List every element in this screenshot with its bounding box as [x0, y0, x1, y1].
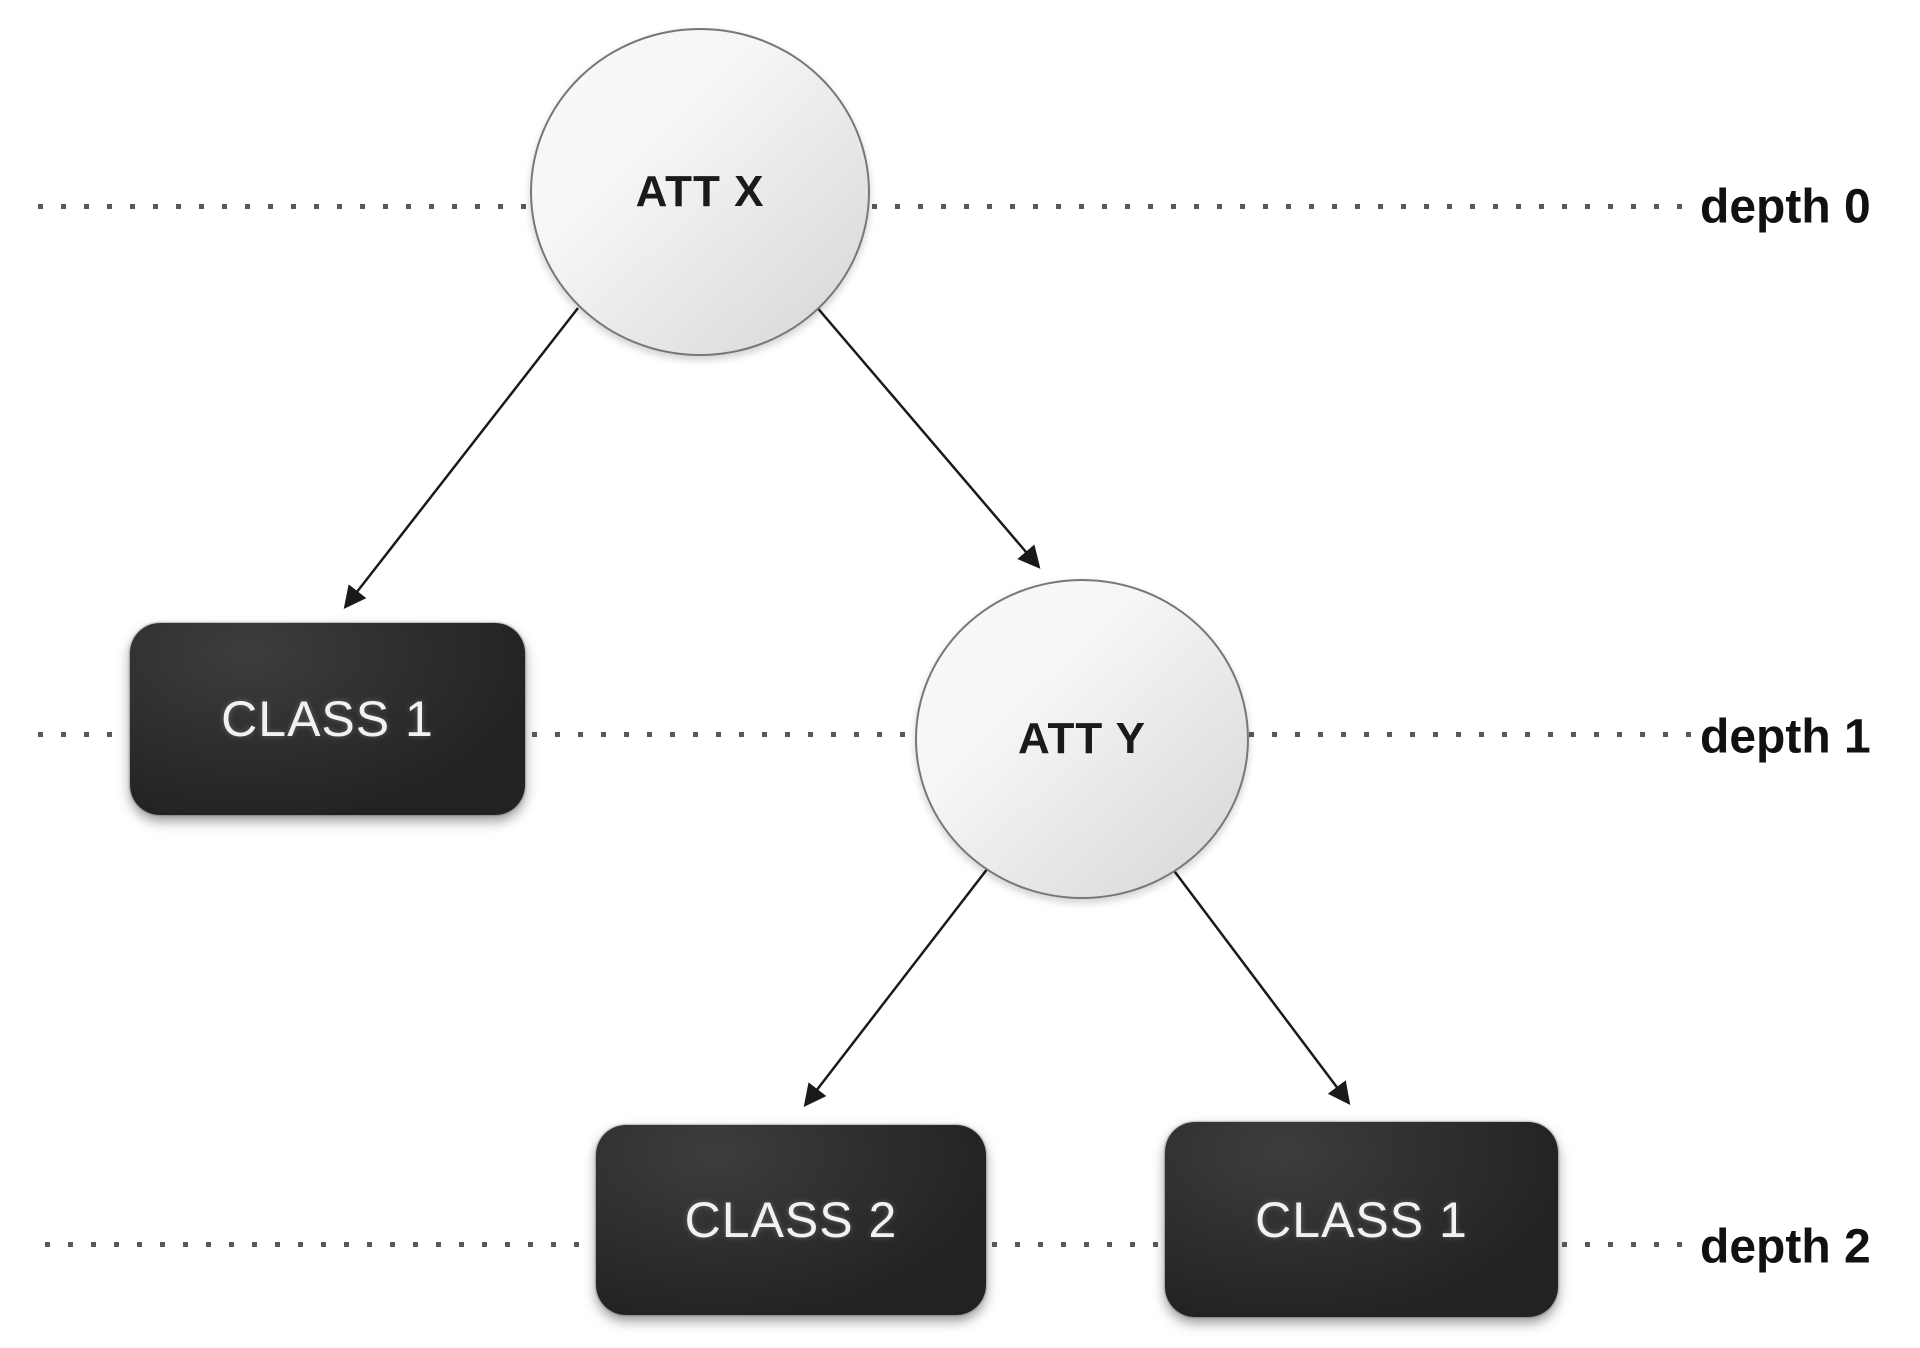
edge-attx-to-class1-left [343, 307, 579, 609]
depth0-dotted-line-left [38, 204, 528, 209]
depth1-dotted-line-left [38, 732, 126, 737]
tree-node-class-1-right: CLASS 1 [1165, 1122, 1558, 1317]
node-label-class-1-right: CLASS 1 [1255, 1191, 1468, 1248]
node-label-att-x: ATT X [635, 167, 765, 216]
depth0-dotted-line-right [872, 204, 1688, 209]
node-label-att-y: ATT Y [1017, 714, 1147, 763]
edge-attx-to-atty [814, 304, 1041, 569]
depth-label-2: depth 2 [1700, 1220, 1871, 1274]
node-label-class-2: CLASS 2 [684, 1192, 898, 1248]
node-label-class-1-left: CLASS 1 [221, 691, 434, 747]
tree-node-class-2: CLASS 2 [596, 1125, 986, 1315]
tree-node-att-x: ATT X [530, 28, 870, 356]
depth1-dotted-line-right [1249, 732, 1697, 737]
edge-atty-to-class1-right [1171, 867, 1351, 1105]
depth-label-0: depth 0 [1700, 180, 1871, 234]
depth2-dotted-line-left [45, 1242, 592, 1247]
edge-atty-to-class2 [803, 867, 989, 1107]
depth-label-1: depth 1 [1700, 710, 1871, 764]
tree-node-class-1-left: CLASS 1 [130, 623, 525, 815]
tree-node-att-y: ATT Y [915, 579, 1249, 899]
depth1-dotted-line-middle [532, 732, 913, 737]
depth2-dotted-line-right [1562, 1242, 1700, 1247]
depth2-dotted-line-middle [992, 1242, 1162, 1247]
